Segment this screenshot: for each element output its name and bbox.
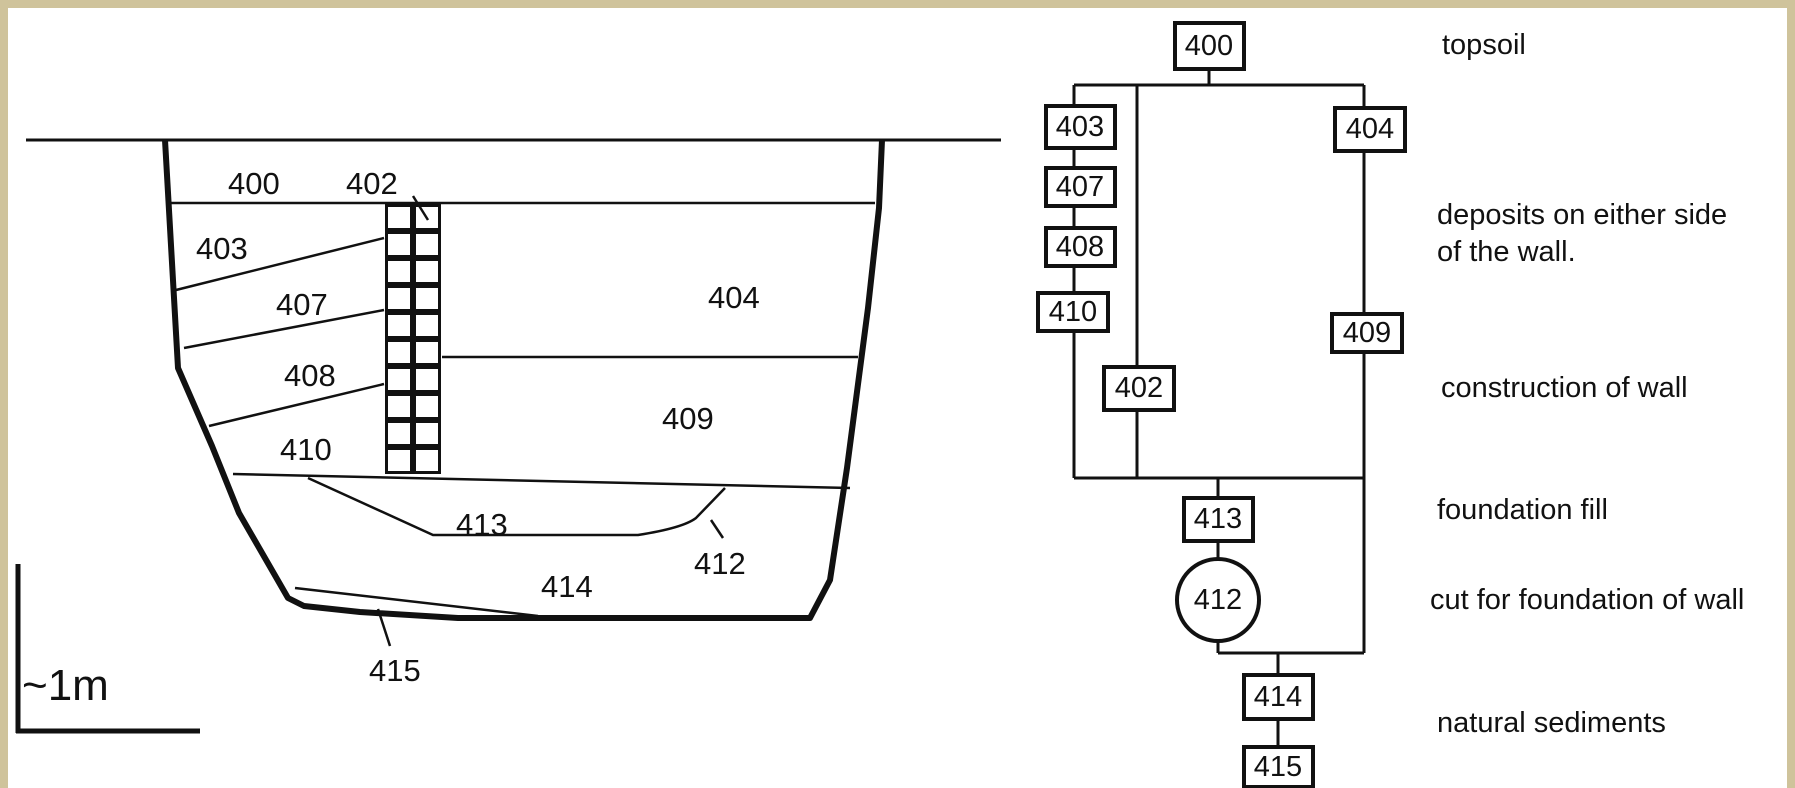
node-412: 412 xyxy=(1194,584,1242,616)
wall-brick xyxy=(416,450,438,471)
pit-outline xyxy=(162,139,885,621)
wall-brick xyxy=(416,261,438,282)
harris-matrix-diagram: 400 402 403 404 407 408 409 410 413 412 … xyxy=(15,21,1744,788)
wall-402 xyxy=(385,204,441,474)
box-402-frame xyxy=(1102,365,1176,412)
wall-brick xyxy=(388,369,410,390)
diagram-panel: 400 402 403 404 407 408 409 410 413 412 … xyxy=(8,8,1787,788)
scale-bar xyxy=(15,564,200,734)
box-413: 413 xyxy=(1194,503,1242,535)
wall-brick xyxy=(416,423,438,444)
wall-brick xyxy=(416,234,438,255)
label-412: 412 xyxy=(694,546,746,581)
box-409: 409 xyxy=(1343,317,1391,349)
box-415-frame xyxy=(1242,745,1315,788)
leader-412 xyxy=(709,519,725,539)
box-414: 414 xyxy=(1254,681,1302,713)
box-410-frame xyxy=(1036,291,1110,333)
label-403: 403 xyxy=(196,231,248,266)
wall-brick xyxy=(388,396,410,417)
label-415: 415 xyxy=(369,653,421,688)
wall-brick xyxy=(388,207,410,228)
label-408: 408 xyxy=(284,358,336,393)
boundary-foundation-top xyxy=(232,472,851,490)
annotation-deposits-line2: of the wall. xyxy=(1437,236,1576,268)
section-leaders xyxy=(376,195,725,647)
wall-brick xyxy=(388,234,410,255)
wall-brick xyxy=(388,342,410,363)
box-402: 402 xyxy=(1115,372,1163,404)
label-402: 402 xyxy=(346,166,398,201)
label-413: 413 xyxy=(456,507,508,542)
wall-brick xyxy=(388,261,410,282)
label-409: 409 xyxy=(662,401,714,436)
box-409-frame xyxy=(1330,312,1404,354)
foundation-cut-412 xyxy=(307,476,726,537)
annotation-cut: cut for foundation of wall xyxy=(1430,584,1744,616)
wall-bricks xyxy=(388,207,438,471)
label-407: 407 xyxy=(276,287,328,322)
annotation-deposits-line1: deposits on either side xyxy=(1437,199,1727,231)
wall-brick xyxy=(388,450,410,471)
leader-402 xyxy=(411,195,430,221)
excavation-section xyxy=(26,138,1001,621)
box-407: 407 xyxy=(1056,171,1104,203)
box-403-frame xyxy=(1044,104,1117,150)
wall-brick xyxy=(388,315,410,336)
box-410: 410 xyxy=(1049,296,1097,328)
wall-brick xyxy=(416,396,438,417)
box-404-frame xyxy=(1333,106,1407,153)
annotation-construction: construction of wall xyxy=(1441,372,1688,404)
wall-brick xyxy=(416,288,438,309)
box-408-frame xyxy=(1044,226,1117,268)
wall-brick xyxy=(416,315,438,336)
matrix-annotations: topsoil deposits on either side of the w… xyxy=(1430,29,1744,739)
wall-brick xyxy=(416,369,438,390)
wall-brick xyxy=(416,342,438,363)
scale-label: ~1m xyxy=(22,661,109,710)
boundary-414-415 xyxy=(294,586,539,618)
node-412-frame xyxy=(1175,557,1261,643)
box-407-frame xyxy=(1044,166,1117,208)
box-413-frame xyxy=(1182,496,1255,543)
box-414-frame xyxy=(1242,673,1315,721)
label-404: 404 xyxy=(708,280,760,315)
wall-brick xyxy=(388,288,410,309)
matrix-connectors xyxy=(1072,69,1366,747)
label-410: 410 xyxy=(280,432,332,467)
box-400-frame xyxy=(1173,21,1246,71)
box-415: 415 xyxy=(1254,751,1302,783)
label-400: 400 xyxy=(228,166,280,201)
matrix-boxes xyxy=(1036,21,1407,788)
boundary-408-410 xyxy=(208,382,385,428)
box-403: 403 xyxy=(1056,111,1104,143)
leader-415 xyxy=(376,608,392,647)
boundary-403-407 xyxy=(175,236,385,292)
box-408: 408 xyxy=(1056,231,1104,263)
box-400: 400 xyxy=(1185,30,1233,62)
matrix-box-labels: 400 403 404 407 408 410 409 402 413 412 … xyxy=(1049,30,1394,783)
annotation-natural: natural sediments xyxy=(1437,707,1666,739)
wall-brick xyxy=(388,423,410,444)
annotation-foundation-fill: foundation fill xyxy=(1437,494,1608,526)
box-404: 404 xyxy=(1346,113,1394,145)
label-414: 414 xyxy=(541,569,593,604)
boundary-407-408 xyxy=(183,308,385,350)
annotation-topsoil: topsoil xyxy=(1442,29,1526,61)
